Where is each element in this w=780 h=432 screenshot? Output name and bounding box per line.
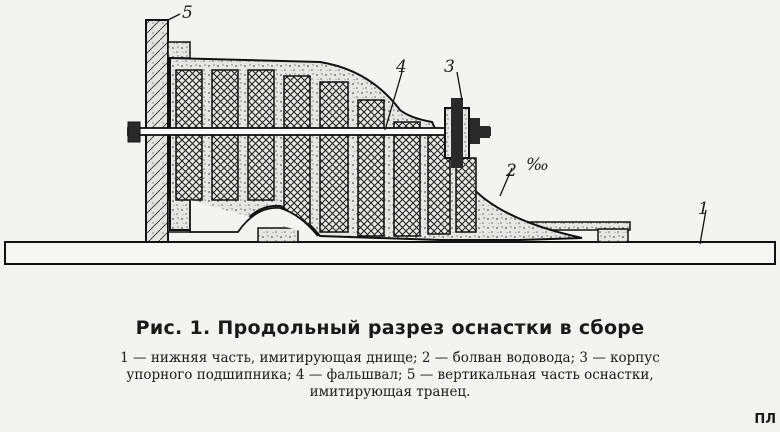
leader-lines: [167, 13, 707, 245]
label-4: 4: [395, 57, 407, 77]
legend-line: 1 — нижняя часть, имитирующая днище; 2 —…: [120, 350, 660, 366]
thrust-bearing-housing: [444, 98, 490, 168]
assembly-section-drawing: 5 4 3 2 ‰ 1: [4, 3, 776, 265]
legend-line: упорного подшипника; 4 — фальшвал; 5 — в…: [126, 367, 654, 383]
label-5: 5: [182, 3, 193, 23]
label-3: 3: [444, 57, 455, 77]
transom-clamp-top: [167, 41, 191, 59]
duct-cavity: [189, 200, 319, 237]
figure-legend: 1 — нижняя часть, имитирующая днище; 2 —…: [14, 350, 766, 401]
figure-caption-title: Рис. 1. Продольный разрез оснастки в сбо…: [135, 317, 645, 339]
shaft-nut-left: [127, 121, 141, 143]
mark-symbol: ‰: [526, 155, 549, 175]
label-2: 2: [505, 161, 517, 181]
legend-line: имитирующая транец.: [309, 384, 471, 400]
base-strip: [257, 227, 299, 243]
base-plate: [4, 241, 776, 265]
label-1: 1: [698, 199, 709, 219]
page-corner-text: ПЛ: [754, 412, 776, 427]
base-strip: [597, 228, 629, 243]
false-shaft: [127, 127, 491, 136]
